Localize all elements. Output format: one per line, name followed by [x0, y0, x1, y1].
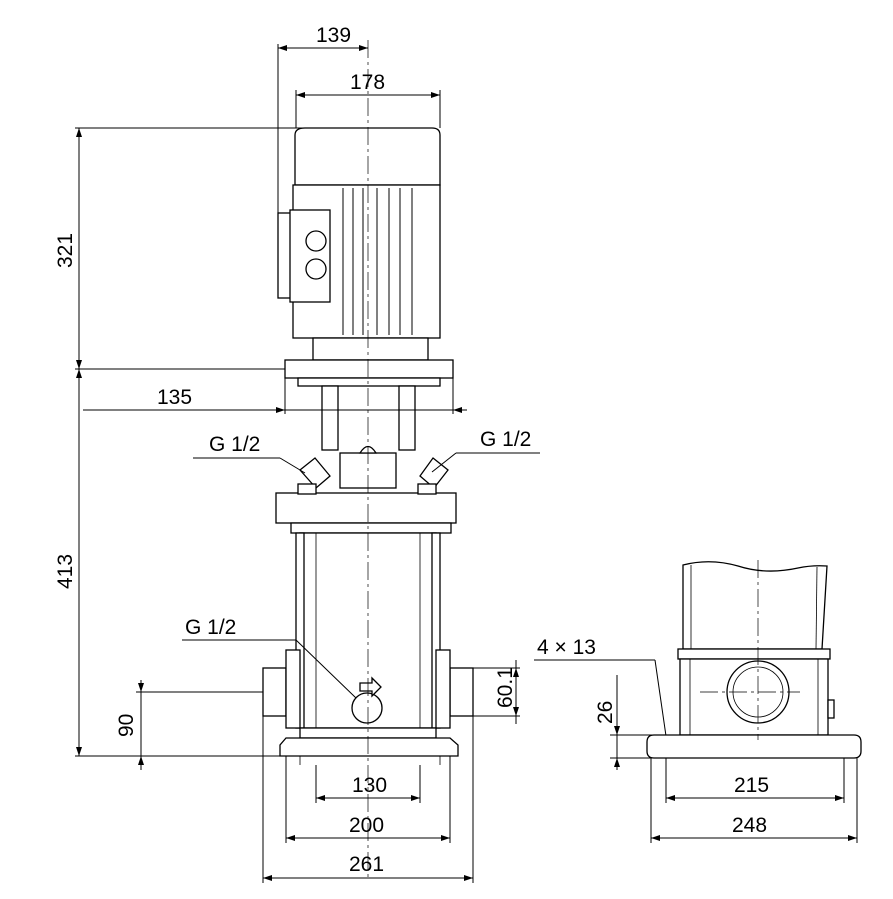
dim-90: 90 — [115, 714, 138, 737]
pump-front-view — [262, 40, 474, 880]
dim-178: 178 — [350, 71, 385, 94]
dim-248: 248 — [732, 814, 767, 837]
label-g-left: G 1/2 — [209, 433, 260, 456]
dim-60-1: 60.1 — [494, 667, 517, 708]
label-g-lower: G 1/2 — [185, 616, 236, 639]
callouts: G 1/2 G 1/2 G 1/2 4 × 13 — [182, 428, 667, 737]
dim-139: 139 — [316, 24, 351, 47]
dim-215: 215 — [734, 774, 769, 797]
label-holes: 4 × 13 — [537, 636, 596, 659]
drain-plug-icon — [351, 692, 383, 724]
dim-135: 135 — [157, 386, 192, 409]
front-view-dimensions: 139 178 321 135 413 90 60 — [54, 24, 520, 883]
flow-arrow-icon — [359, 676, 382, 698]
pump-ports — [262, 649, 474, 729]
pump-base — [279, 727, 459, 765]
dim-261: 261 — [349, 853, 384, 876]
pump-head — [275, 483, 457, 534]
motor-stool — [284, 359, 454, 489]
side-view-dimensions: 26 215 248 — [594, 675, 858, 843]
dim-130: 130 — [352, 774, 387, 797]
dim-200: 200 — [349, 814, 384, 837]
dim-413: 413 — [54, 554, 77, 589]
label-g-right: G 1/2 — [480, 428, 531, 451]
vent-plug-left — [299, 457, 331, 489]
dim-321: 321 — [54, 233, 77, 268]
dim-26: 26 — [594, 701, 617, 724]
motor — [277, 127, 441, 361]
terminal-circle-icon — [305, 258, 327, 280]
terminal-circle-icon — [305, 230, 327, 252]
pump-side-view — [646, 560, 862, 759]
